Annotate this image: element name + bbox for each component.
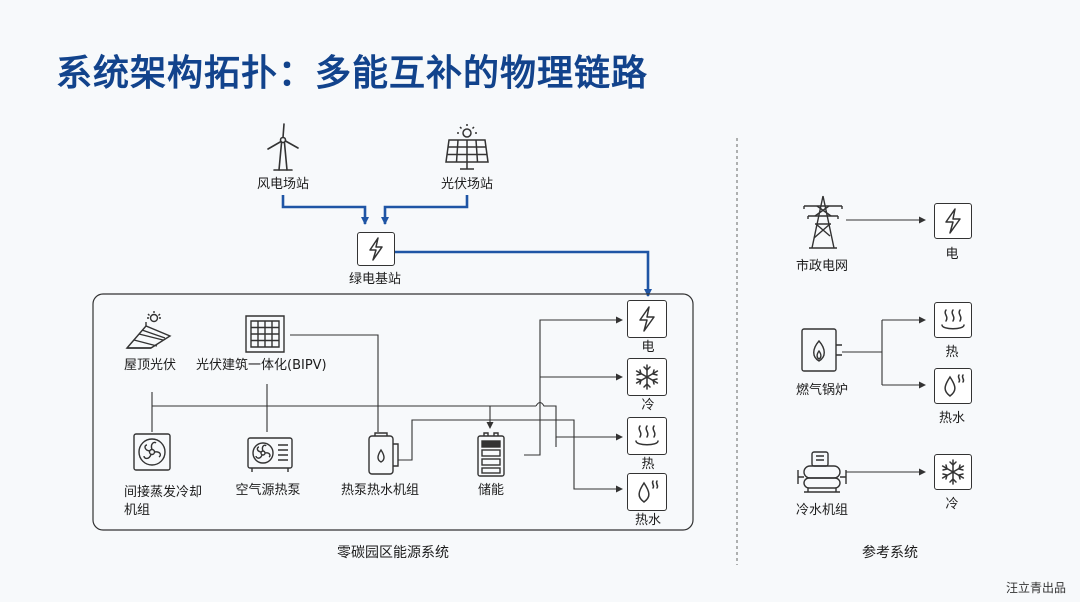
water-drop-icon [944,374,965,397]
snowflake-icon [941,459,965,485]
green-power-base [357,232,395,266]
fan-unit-icon [133,433,171,471]
chiller-label: 冷水机组 [795,503,849,518]
lightning-icon [945,208,961,234]
chiller-output-label: 冷 [945,497,959,512]
wind-turbine-icon [267,123,299,171]
pv-farm-label: 光伏场站 [440,177,494,192]
grid-output-elec [934,203,972,239]
output-elec [627,300,667,338]
reference-caption: 参考系统 [862,545,918,561]
heat-waves-icon [635,425,659,446]
pv-to-base-link [381,195,469,225]
bipv-panel-icon [245,315,285,353]
snowflake-icon [635,364,659,390]
boiler-label: 燃气锅炉 [795,383,849,398]
heat-waves-icon [941,309,965,330]
boiler-icon [801,328,842,372]
battery-icon [477,432,505,477]
output-hotwater-label: 热水 [634,513,662,528]
grid-output-label: 电 [945,247,959,262]
boiler-heat-label: 热 [945,345,959,360]
park-boundary [92,293,694,531]
output-cold [627,358,667,396]
output-hotwater [627,473,667,511]
solar-panel-icon [445,124,489,170]
output-elec-label: 电 [641,340,655,355]
storage-label: 储能 [477,483,505,498]
wind-farm-label: 风电场站 [256,177,310,192]
page-title: 系统架构拓扑：多能互补的物理链路 [56,53,649,94]
wind-to-base-link [281,195,369,225]
hp-water-label: 热泵热水机组 [340,483,420,498]
boiler-hotwater-label: 热水 [938,411,966,426]
power-tower-icon [803,195,843,249]
air-pump-label: 空气源热泵 [235,483,301,498]
output-heat-label: 热 [641,457,655,472]
base-to-park-elec-link [395,250,652,297]
green-base-label: 绿电基站 [348,272,402,287]
lightning-icon [369,237,383,261]
water-heater-icon [368,432,399,475]
air-source-pump-icon [247,437,293,472]
boiler-output-heat [934,302,972,338]
evap-chiller-label: 间接蒸发冷却机组 [124,485,203,518]
credit-text: 汪立青出品 [1005,581,1066,595]
park-caption: 零碳园区能源系统 [337,545,449,561]
bipv-label: 光伏建筑一体化(BIPV) [196,358,327,373]
chiller-icon [797,451,847,493]
lightning-icon [639,306,655,332]
water-drop-icon [638,480,659,503]
rooftop-pv-icon [125,311,172,349]
rooftop-pv-label: 屋顶光伏 [124,358,177,373]
output-cold-label: 冷 [641,398,655,413]
boiler-output-hotwater [934,368,972,404]
grid-label: 市政电网 [795,259,849,274]
chiller-output-cold [934,454,972,490]
output-heat [627,417,667,455]
